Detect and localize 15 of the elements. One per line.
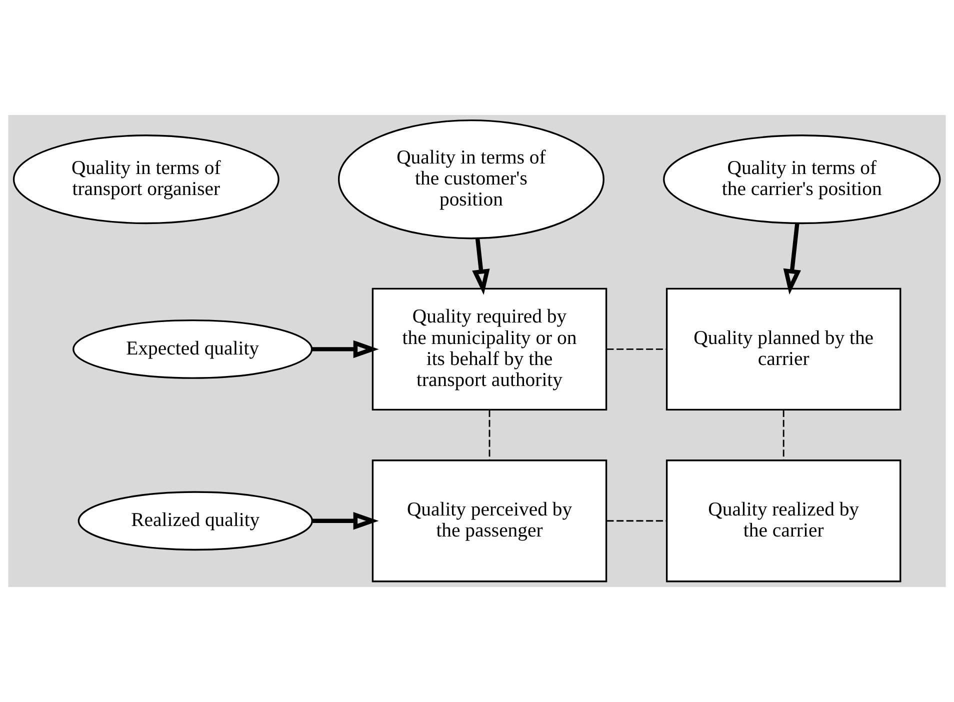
node-box: Quality required by the municipality or on its behalf by the transport authority — [372, 288, 608, 411]
node-ellipse: Expected quality — [72, 320, 313, 379]
arrow — [472, 238, 490, 295]
node-box: Quality planned by the carrier — [666, 288, 902, 411]
node-ellipse: Quality in terms of transport organiser — [12, 134, 280, 224]
arrow — [312, 512, 379, 530]
node-ellipse: Quality in terms of the carrier's position — [663, 134, 941, 224]
node-ellipse: Quality in terms of the customer's position — [338, 119, 604, 240]
arrow — [312, 340, 379, 358]
arrow — [783, 223, 801, 295]
node-box: Quality perceived by the passenger — [372, 460, 608, 582]
node-ellipse: Realized quality — [78, 491, 313, 551]
node-box: Quality realized by the carrier — [666, 460, 902, 582]
connector — [782, 410, 784, 460]
connector — [488, 410, 490, 460]
